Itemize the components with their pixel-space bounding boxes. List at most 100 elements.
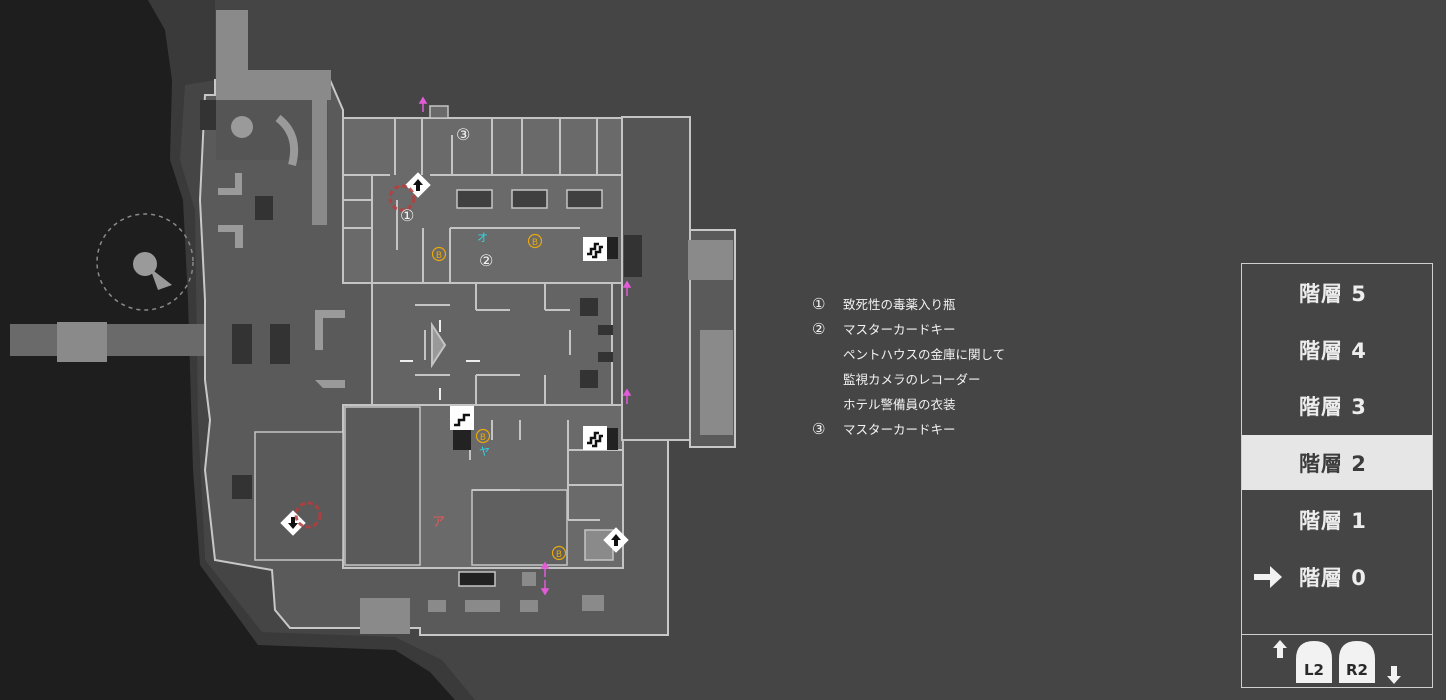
legend-text: 致死性の毒薬入り瓶 xyxy=(843,297,956,312)
east-pillar-1 xyxy=(624,235,642,277)
floor-controls: L2 R2 xyxy=(1242,635,1432,688)
item-marker-3[interactable]: ③ xyxy=(456,125,470,144)
legend-item: 監視カメラのレコーダー xyxy=(812,367,1005,392)
south-dark-room xyxy=(344,406,421,566)
pier xyxy=(10,324,235,356)
map-legend: ① 致死性の毒薬入り瓶 ② マスターカードキー ペントハウスの金庫に関して 監視… xyxy=(812,292,1005,442)
b-marker-icon: B xyxy=(475,428,491,444)
b-marker-icon: B xyxy=(551,545,567,561)
desk-3 xyxy=(566,189,603,209)
pillar-a xyxy=(232,324,252,364)
arrow-down-icon xyxy=(1387,666,1401,684)
north-walls xyxy=(343,118,622,283)
legend-number: ③ xyxy=(812,420,826,438)
middle-pillar-2 xyxy=(580,370,598,388)
floor-item-0[interactable]: 階層 0 xyxy=(1242,549,1432,604)
a-marker: ア xyxy=(432,515,445,530)
middle-pillar-3 xyxy=(598,325,613,335)
danger-zone-icon xyxy=(388,184,416,212)
stairs-down-marker-icon[interactable] xyxy=(280,510,306,536)
bottom-block-5 xyxy=(582,595,604,611)
camera-range xyxy=(96,213,194,311)
b-marker-icon: B xyxy=(527,233,543,249)
floor-selector: 階層 5 階層 4 階層 3 階層 2 階層 1 階層 0 L2 R2 xyxy=(1241,263,1433,688)
middle-walls xyxy=(415,283,571,405)
floor-label: 階層 4 xyxy=(1299,338,1367,363)
middle-pillar-1 xyxy=(580,298,598,316)
stairs-up-marker-icon[interactable] xyxy=(603,527,629,553)
svg-text:B: B xyxy=(436,251,442,261)
legend-number: ② xyxy=(812,320,826,338)
south-inner-room xyxy=(471,489,568,566)
legend-item: ペントハウスの金庫に関して xyxy=(812,342,1005,367)
pillar xyxy=(231,116,253,138)
statue xyxy=(424,321,447,369)
arrow-up-icon xyxy=(1273,640,1287,658)
floor-label: 階層 5 xyxy=(1299,281,1367,306)
pillar-b xyxy=(270,324,290,364)
legend-text: ペントハウスの金庫に関して xyxy=(843,347,1006,362)
r2-button[interactable]: R2 xyxy=(1339,641,1375,683)
stairs-icon[interactable] xyxy=(583,426,607,450)
middle-block xyxy=(371,282,613,406)
bottom-block-2 xyxy=(428,600,446,612)
desk-1 xyxy=(456,189,493,209)
bottom-block-3 xyxy=(465,600,500,612)
current-floor-arrow-icon xyxy=(1254,566,1282,588)
item-marker-1[interactable]: ① xyxy=(400,206,414,225)
danger-zone-icon xyxy=(294,501,322,529)
stairs-up-icon[interactable] xyxy=(450,406,474,430)
controls-graphic: L2 R2 xyxy=(1273,640,1401,684)
floor-item-4[interactable]: 階層 4 xyxy=(1242,322,1432,377)
r2-label: R2 xyxy=(1346,661,1368,679)
bottom-block-4 xyxy=(520,600,538,612)
shore-strip xyxy=(148,0,475,700)
floor-item-2[interactable]: 階層 2 xyxy=(1242,435,1432,490)
bottom-bar xyxy=(458,571,496,587)
legend-text: マスターカードキー xyxy=(843,422,956,437)
water-area xyxy=(0,0,470,700)
stairs-icon[interactable] xyxy=(583,237,607,261)
legend-number: ① xyxy=(812,295,826,313)
corridor-wall-2 xyxy=(315,380,345,388)
legend-text: 監視カメラのレコーダー xyxy=(843,372,981,387)
door-block xyxy=(429,105,449,119)
legend-item: ③ マスターカードキー xyxy=(812,417,1005,442)
legend-item: ホテル警備員の衣装 xyxy=(812,392,1005,417)
panel-divider xyxy=(1242,634,1432,635)
east-annex-2 xyxy=(700,330,733,435)
curved-wall xyxy=(275,114,299,167)
legend-text: ホテル警備員の衣装 xyxy=(843,397,956,412)
north-tower-base xyxy=(216,70,331,100)
bottom-block xyxy=(360,598,410,634)
pillar-d xyxy=(200,100,216,130)
desk-2 xyxy=(511,189,548,209)
l-wall-1 xyxy=(218,173,242,195)
corridor-wall-1 xyxy=(315,310,345,350)
floor-label: 階層 2 xyxy=(1299,451,1367,476)
l-wall-2 xyxy=(218,225,243,248)
ya-marker: ヤ xyxy=(479,445,490,458)
b-marker-icon: B xyxy=(431,246,447,262)
east-annex xyxy=(688,240,733,280)
floor-label: 階層 0 xyxy=(1299,565,1367,590)
south-stair-block xyxy=(453,428,471,450)
curved-room xyxy=(254,431,344,561)
floor-item-5[interactable]: 階層 5 xyxy=(1242,265,1432,320)
pink-arrow-icons xyxy=(418,96,632,596)
svg-text:B: B xyxy=(480,433,486,443)
o-marker: オ xyxy=(477,231,488,244)
floor-label: 階層 1 xyxy=(1299,508,1367,533)
l2-label: L2 xyxy=(1304,661,1324,679)
item-marker-2[interactable]: ② xyxy=(479,251,493,270)
floor-item-3[interactable]: 階層 3 xyxy=(1242,378,1432,433)
pier-block xyxy=(57,322,107,362)
l2-button[interactable]: L2 xyxy=(1296,641,1332,683)
bottom-block-6 xyxy=(522,572,536,586)
floor-item-1[interactable]: 階層 1 xyxy=(1242,492,1432,547)
svg-text:B: B xyxy=(532,238,538,248)
floor-label: 階層 3 xyxy=(1299,394,1367,419)
east-block xyxy=(621,116,691,441)
west-column xyxy=(312,95,327,225)
